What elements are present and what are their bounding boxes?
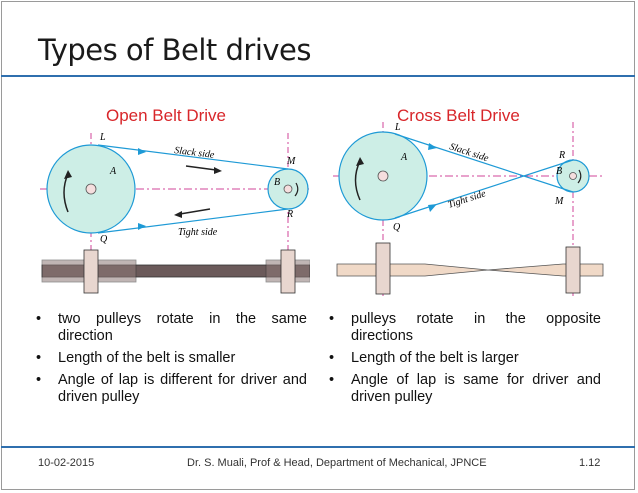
cross-belt-diagram: L A Q R B M Slack side Tight side <box>333 122 604 296</box>
cross-belt-bullets: pulleys rotate in the opposite direction… <box>325 311 601 411</box>
cross-label-slack: Slack side <box>448 141 490 164</box>
slide-title: Types of Belt drives <box>38 33 312 67</box>
open-slack-direction-arrow <box>185 165 217 171</box>
footer-date: 10-02-2015 <box>38 457 95 469</box>
title-divider <box>1 75 635 77</box>
footer-divider <box>1 446 635 448</box>
open-label-a: A <box>109 166 117 177</box>
open-label-q: Q <box>100 234 108 245</box>
open-belt-diagram: L A Q M B R Slack side Tight side <box>40 132 310 296</box>
open-label-r: R <box>286 209 293 220</box>
cross-label-b: B <box>556 166 562 177</box>
footer-page-number: 1.12 <box>579 457 601 469</box>
cross-belt-upper-strand <box>394 133 574 193</box>
open-bullet-3: Angle of lap is different for driver and… <box>32 372 307 406</box>
cross-belt-heading: Cross Belt Drive <box>397 106 520 125</box>
cross-label-q: Q <box>393 222 401 233</box>
open-belt-tight-side <box>97 208 289 234</box>
cross-driven-rotation-arrow <box>577 169 582 184</box>
cross-label-l: L <box>394 122 401 133</box>
cross-label-r: R <box>558 150 565 161</box>
cross-driven-hub <box>569 172 577 180</box>
cross-bullet-2: Length of the belt is larger <box>325 350 601 367</box>
open-label-b: B <box>274 177 280 188</box>
footer-author: Dr. S. Muali, Prof & Head, Department of… <box>187 457 487 469</box>
cross-belt-slack-arrowhead <box>428 143 437 150</box>
open-slack-direction-arrowhead <box>214 167 222 174</box>
open-bullet-2: Length of the belt is smaller <box>32 350 307 367</box>
cross-driver-hub <box>377 170 389 182</box>
cross-belt-lower-strand <box>394 159 574 219</box>
open-tight-direction-arrow <box>179 208 211 215</box>
open-label-l: L <box>99 132 106 143</box>
cross-label-tight: Tight side <box>447 188 488 211</box>
cross-label-a: A <box>400 152 408 163</box>
open-label-slack: Slack side <box>174 145 216 161</box>
cross-bullet-3: Angle of lap is same for driver and driv… <box>325 372 601 406</box>
cross-belt-tight-arrowhead <box>428 204 437 212</box>
cross-driven-hub-block <box>565 246 581 294</box>
cross-driver-rotation-arrowhead <box>356 157 364 166</box>
open-driver-rotation-arrowhead <box>64 170 72 179</box>
open-belt-tight-arrowhead <box>138 223 146 230</box>
cross-label-m: M <box>554 196 564 207</box>
open-driven-hub <box>283 184 293 194</box>
open-driver-hub-block <box>83 249 99 294</box>
open-driven-rotation-arrow <box>294 182 299 197</box>
open-driven-hub-block <box>280 249 296 294</box>
open-belt-slack-arrowhead <box>138 148 146 155</box>
open-bullet-1: two pulleys rotate in the same direction <box>32 311 307 345</box>
cross-belt-side-view <box>336 263 604 277</box>
cross-driver-hub-block <box>375 242 391 295</box>
open-tight-direction-arrowhead <box>174 211 182 218</box>
open-label-m: M <box>286 156 296 167</box>
open-belt-slack-side <box>97 144 289 170</box>
open-label-tight: Tight side <box>178 227 218 238</box>
open-driver-hub <box>85 183 97 195</box>
cross-bullet-1: pulleys rotate in the opposite direction… <box>325 311 601 345</box>
open-belt-bullets: two pulleys rotate in the same direction… <box>32 311 307 411</box>
open-belt-heading: Open Belt Drive <box>106 106 226 125</box>
